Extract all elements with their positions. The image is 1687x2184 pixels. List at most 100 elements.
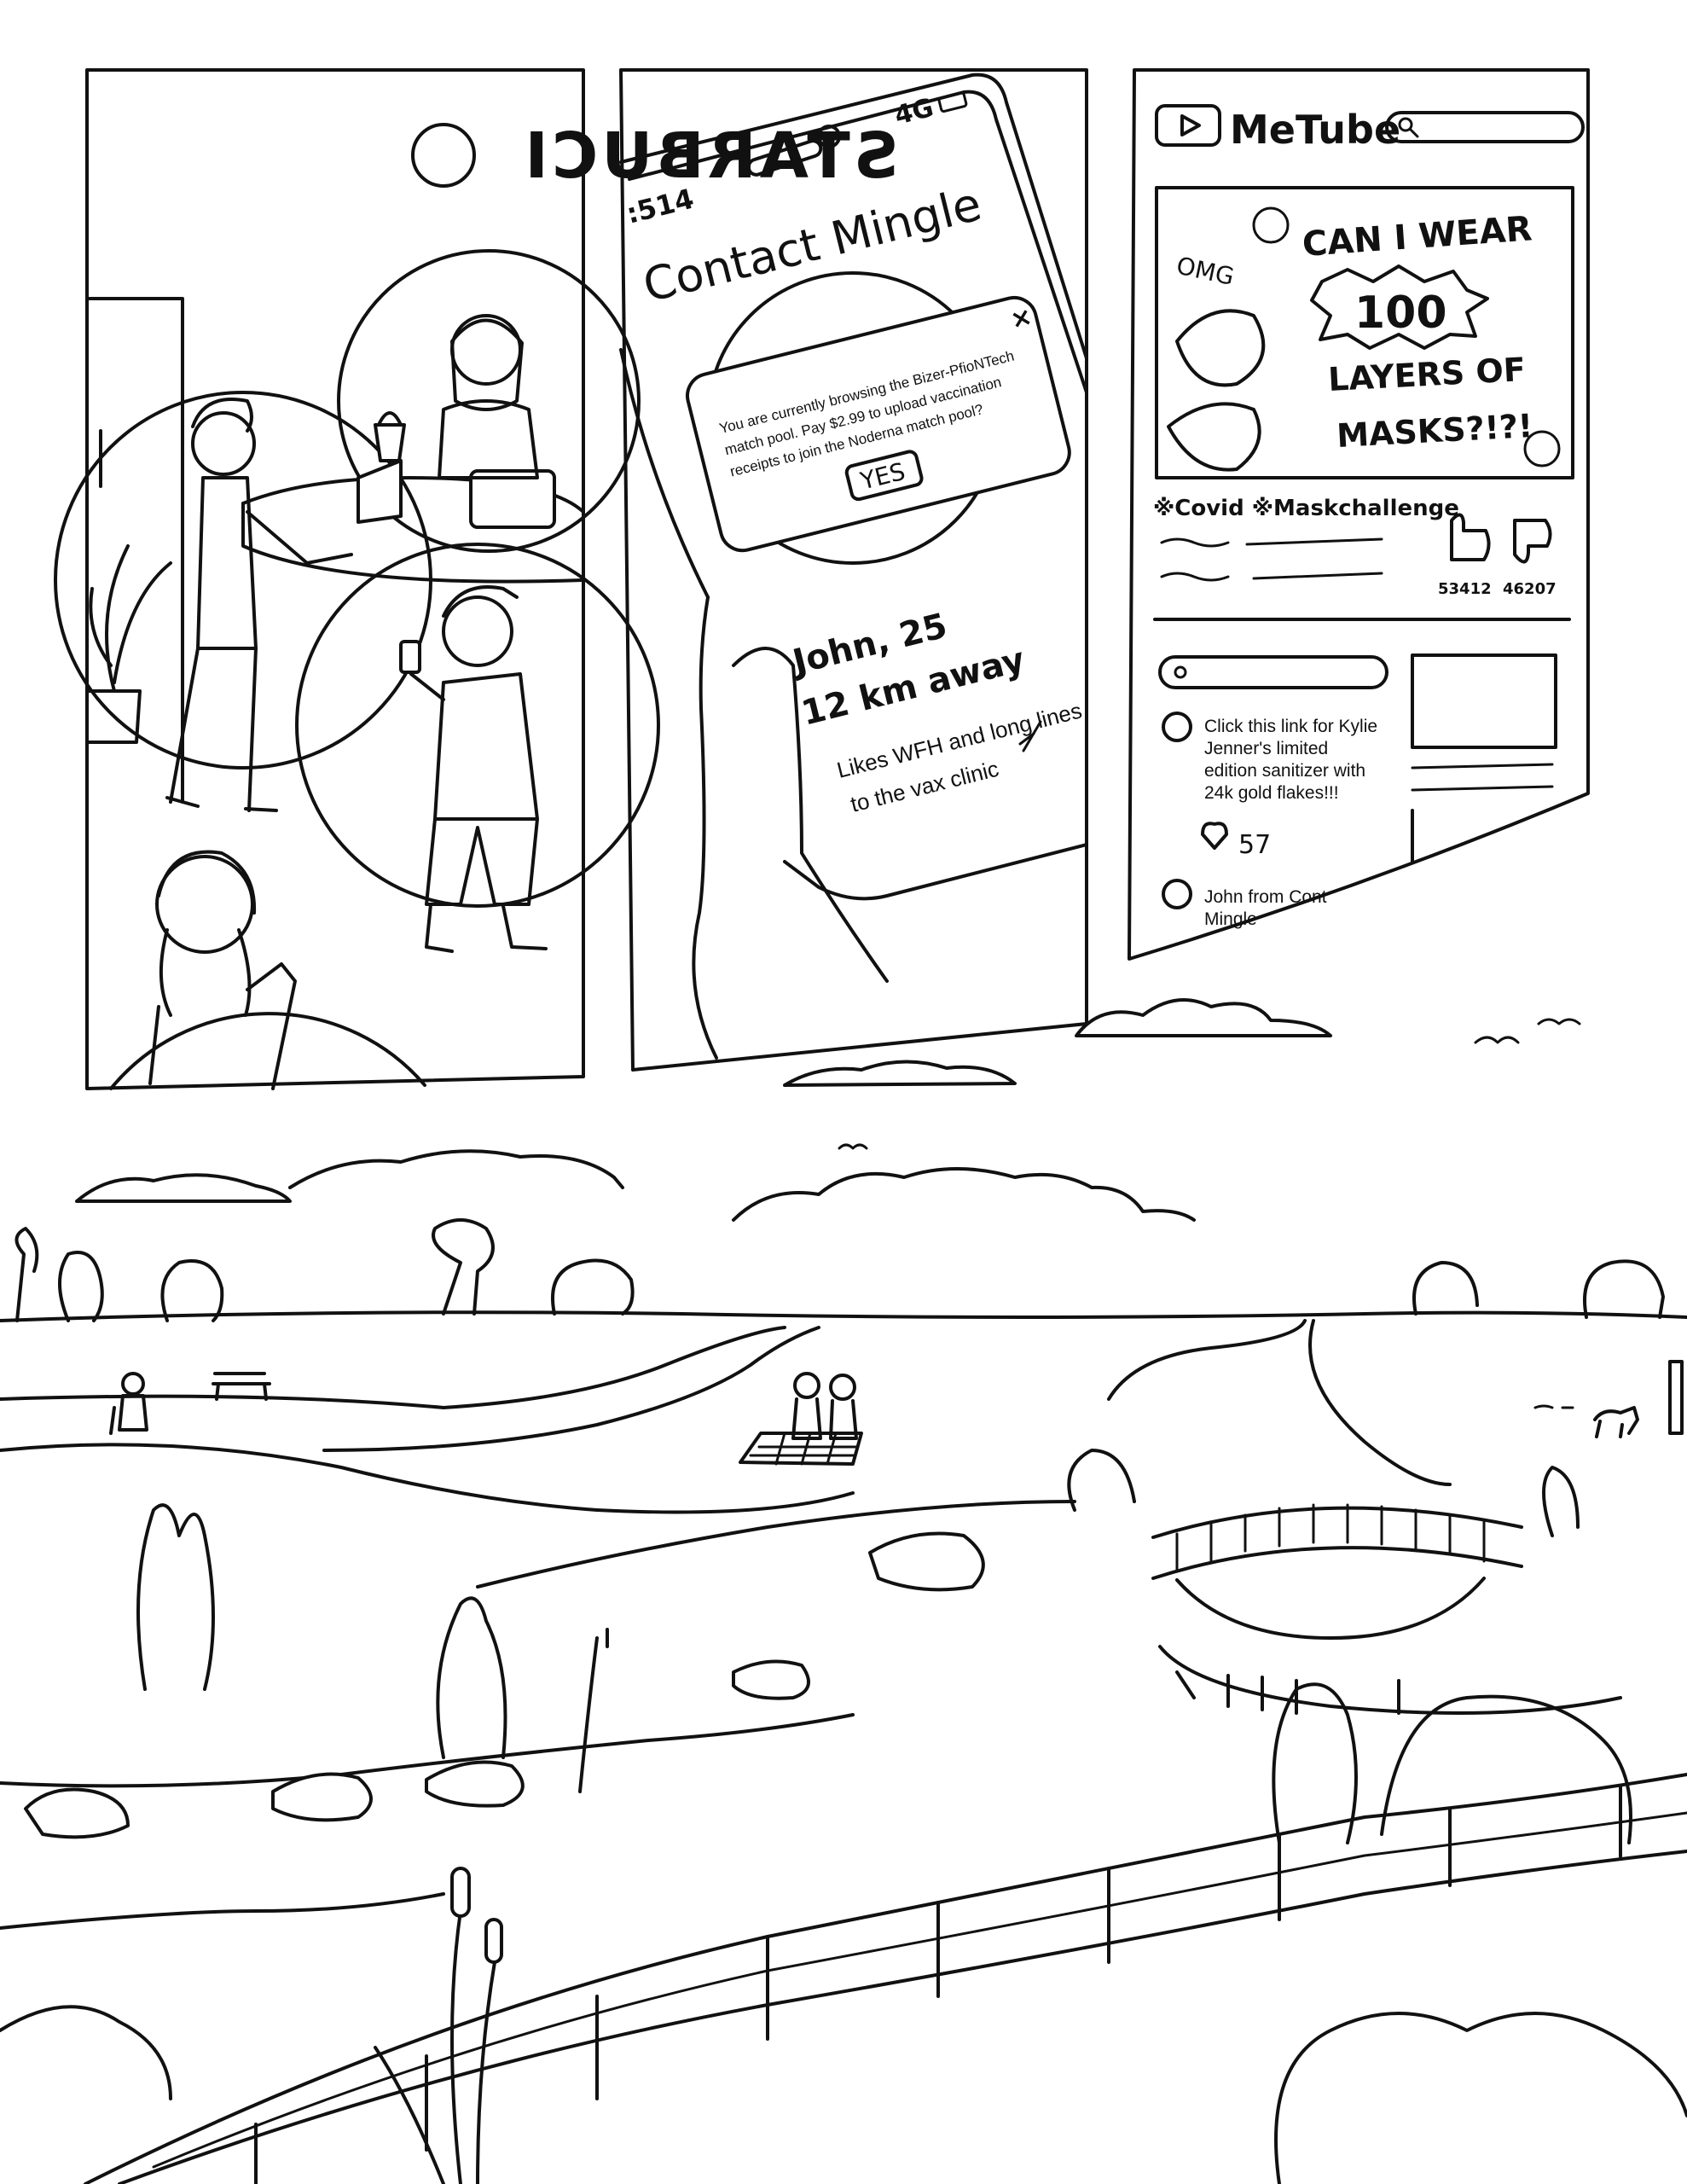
phone-bottom-edge <box>783 843 1088 901</box>
play-icon <box>1180 114 1201 136</box>
panel-video-site: MeTube OMG CAN I WEAR 100 LAYERS OF MASK… <box>1128 68 1590 961</box>
phone-user-legs <box>425 903 548 953</box>
park-bench <box>212 1372 271 1401</box>
rock-1 <box>24 1787 130 1839</box>
girl-bubble <box>109 1012 426 1090</box>
cattail-head-1 <box>450 1867 471 1918</box>
play-icon-frame <box>1155 104 1221 147</box>
phone-user-bubble <box>295 543 660 908</box>
dialog-yes-button[interactable] <box>844 450 924 502</box>
comment-avatar-1 <box>1162 712 1192 742</box>
fence-top-rail <box>84 1773 1687 2184</box>
path-upper-left <box>0 1326 786 1409</box>
video-hashtags[interactable]: ※Covid ※Maskchallenge <box>1153 496 1459 521</box>
bridge-deck <box>1151 1546 1523 1580</box>
comment-2-line-2: Mingle <box>1204 909 1257 929</box>
panel-coffee-shop-frame <box>85 68 585 1090</box>
status-network: 4G <box>891 93 936 131</box>
comment-like-count: 57 <box>1238 830 1271 860</box>
panel-coffee-shop: STARBUCI <box>54 68 899 1090</box>
thumbnail-mask-1 <box>1175 309 1266 387</box>
cloud-3 <box>75 1173 292 1203</box>
bush-cloud <box>868 1531 985 1592</box>
sidebar-video-thumbnail[interactable] <box>1411 653 1557 749</box>
search-input[interactable] <box>1385 111 1585 143</box>
tree-left <box>136 1503 215 1691</box>
video-thumbnail[interactable] <box>1155 186 1574 479</box>
tree-right <box>1272 1682 1358 1844</box>
bridge-arch <box>1175 1577 1486 1640</box>
cattail-mid <box>578 1628 609 1793</box>
bridge-reflection <box>1175 1670 1400 1715</box>
customer-shoes <box>165 796 278 812</box>
phone-user-head <box>442 595 513 667</box>
park-landscape <box>0 1218 1687 2184</box>
customer-hair <box>191 398 253 433</box>
rock-2 <box>271 1772 373 1822</box>
scream-emoji-icon <box>1252 206 1290 244</box>
girl-hair <box>157 850 257 915</box>
cloud-1 <box>1075 998 1332 1037</box>
drink-cream <box>377 411 403 427</box>
bush-right <box>1380 1694 1632 1844</box>
barista-head <box>450 314 522 386</box>
card-reader <box>357 459 403 524</box>
rock-3 <box>425 1760 525 1808</box>
thumbnail-line-3: LAYERS OF <box>1327 351 1527 398</box>
birds <box>838 1018 1581 1150</box>
dog <box>1593 1406 1639 1438</box>
thumbnail-burst <box>1310 264 1489 350</box>
upgrade-dialog-box <box>686 295 1071 553</box>
cloud-4 <box>288 1149 624 1189</box>
heart-icon[interactable] <box>1201 822 1228 850</box>
bridge-balusters <box>1175 1503 1486 1573</box>
rock-4 <box>732 1659 810 1700</box>
barista-body <box>438 399 539 479</box>
customer-legs <box>169 647 258 812</box>
thumbs-down-icon[interactable] <box>1513 519 1552 564</box>
shrub-bridge-left <box>1067 1449 1136 1512</box>
walker-person <box>109 1394 148 1435</box>
foreground-grass-left <box>0 2005 172 2100</box>
phone-speaker <box>746 139 823 177</box>
picnic-person-2 <box>829 1374 856 1401</box>
comment-avatar-2 <box>1162 879 1192 909</box>
thumbnail-mask-2 <box>1167 402 1261 472</box>
phone-camera <box>817 125 841 148</box>
panel-video-site-frame <box>1128 68 1590 961</box>
hand-thumb <box>732 647 889 983</box>
syringe-icon <box>1018 720 1042 752</box>
metube-logo: MeTube <box>1230 107 1400 153</box>
comment-1-line-4: 24k gold flakes!!! <box>1204 783 1339 803</box>
sidebar-video-text <box>1411 763 1554 792</box>
person-right-edge <box>1668 1360 1684 1435</box>
picnic-blanket-grid <box>749 1432 860 1466</box>
phone-user-hair <box>442 585 519 618</box>
panel-dating-app: :514 4G Contact Mingle × You are current… <box>619 68 1088 1072</box>
tree-center <box>436 1596 507 1759</box>
cash-box <box>469 469 556 529</box>
comment-1-line-2: Jenner's limited <box>1204 739 1328 758</box>
cloud-2 <box>783 1060 1017 1087</box>
girl-braids <box>159 928 252 1017</box>
comment-input[interactable] <box>1158 655 1388 689</box>
frisbee-motion <box>1533 1404 1574 1409</box>
search-icon[interactable] <box>1398 117 1413 132</box>
counter-front <box>241 502 585 584</box>
bridge-rail-top <box>1151 1506 1523 1539</box>
cattail-head-2 <box>484 1918 503 1964</box>
customer-arm <box>246 510 353 565</box>
girl-body <box>148 962 297 1090</box>
door <box>85 297 184 804</box>
walker-person-head <box>121 1372 145 1396</box>
comment-1-line-3: edition sanitizer with <box>1204 761 1365 781</box>
fence-posts <box>254 1785 1622 2184</box>
foreground-bush-right <box>1274 2012 1687 2184</box>
phone-user-body <box>433 672 539 821</box>
store-sign-text: STARBUCI <box>521 119 899 193</box>
river-edge-lower <box>0 1892 445 1930</box>
barista-hijab <box>450 318 524 411</box>
thumbs-up-icon[interactable] <box>1450 513 1491 561</box>
shrub-bridge-right <box>1542 1466 1580 1537</box>
